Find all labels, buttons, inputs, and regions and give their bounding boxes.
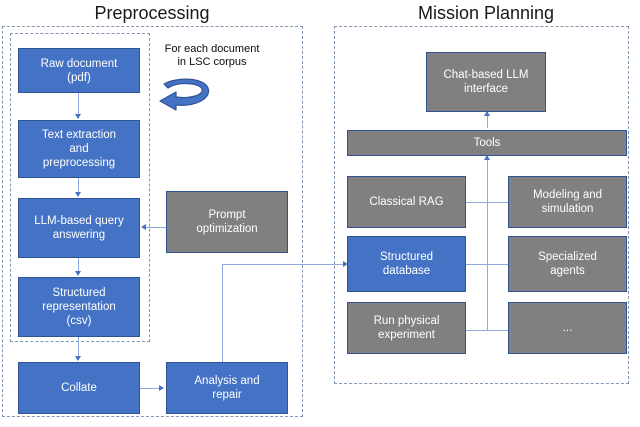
per-document-loop-subpanel-border [10,33,150,342]
preprocessing-panel-border [2,26,303,417]
box-modeling-and-simulation[interactable]: Modeling and simulation [508,176,627,228]
box-prompt-optimization[interactable]: Prompt optimization [166,191,288,253]
arrowhead-down-icon [75,271,81,276]
connector-prompt-optimization-to-llm-query [146,227,166,229]
arrowhead-down-icon [75,114,81,119]
box-ellipsis[interactable]: ... [508,302,627,354]
box-text-extraction[interactable]: Text extraction and preprocessing [18,120,140,178]
box-analysis-and-repair[interactable]: Analysis and repair [166,362,288,414]
connector-llm-query-to-structured-representation [78,258,80,272]
box-specialized-agents[interactable]: Specialized agents [508,236,627,292]
arrowhead-up-icon [484,111,490,116]
connector-row1-to-spine [466,202,508,204]
box-collate[interactable]: Collate [18,362,140,414]
arrowhead-right-icon [343,261,348,267]
connector-text-extraction-to-llm-query [78,178,80,193]
box-llm-based-query-answering[interactable]: LLM-based query answering [18,198,140,258]
box-raw-document[interactable]: Raw document (pdf) [18,48,140,93]
box-structured-database[interactable]: Structured database [347,236,466,292]
mission-planning-panel-border [334,26,629,384]
arrowhead-right-icon [159,385,164,391]
box-classical-rag[interactable]: Classical RAG [347,176,466,228]
box-run-physical-experiment[interactable]: Run physical experiment [347,302,466,354]
arrowhead-left-icon [141,224,146,230]
connector-row2-to-spine [466,264,508,266]
preprocessing-panel-title: Preprocessing [94,3,210,23]
arrowhead-up-icon [484,155,490,160]
arrowhead-down-icon [75,192,81,197]
connector-tools-vertical-spine [487,156,489,330]
box-structured-representation[interactable]: Structured representation (csv) [18,277,140,337]
connector-row3-to-spine [466,330,508,332]
loop-annotation-label: For each document in LSC corpus [164,43,260,68]
connector-collate-to-analysis-repair [140,388,160,390]
connector-analysis-repair-up [222,264,224,362]
connector-analysis-repair-to-structured-database [222,264,345,266]
circular-loop-arrow-icon [146,74,216,119]
box-tools[interactable]: Tools [347,130,627,156]
mission-planning-panel-title: Mission Planning [417,3,555,23]
connector-raw-document-to-text-extraction [78,93,80,115]
connector-structured-representation-to-collate [78,337,80,357]
connector-tools-to-chat-interface [487,112,489,128]
arrowhead-down-icon [75,356,81,361]
box-chat-based-llm-interface[interactable]: Chat-based LLM interface [426,52,546,112]
